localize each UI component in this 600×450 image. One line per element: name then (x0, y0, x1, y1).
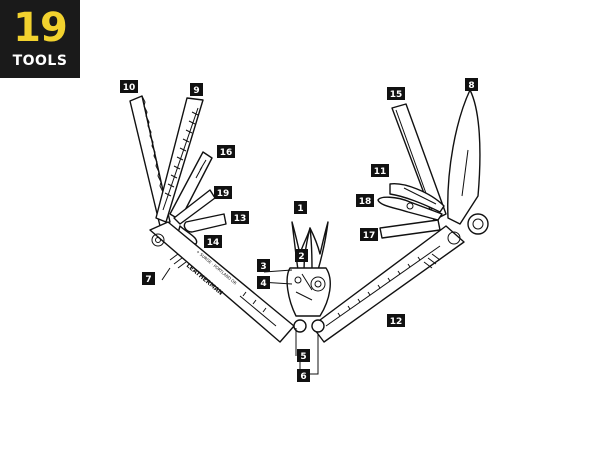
callout-3: 3 (257, 259, 270, 272)
callout-18-label: 18 (359, 197, 372, 207)
callout-14: 14 (204, 235, 222, 248)
callout-8-label: 8 (468, 81, 474, 91)
callout-14-label: 14 (207, 238, 220, 248)
callout-17: 17 (360, 228, 378, 241)
callout-4: 4 (257, 276, 270, 289)
tool-count-number: 19 (13, 5, 68, 51)
callout-6: 6 (297, 369, 310, 382)
callout-16: 16 (217, 145, 235, 158)
cutting-hook (377, 196, 443, 221)
callout-15: 15 (387, 87, 405, 100)
callout-10-label: 10 (123, 83, 136, 93)
bottle-opener (183, 213, 227, 233)
right-handle (311, 225, 465, 343)
small-screwdriver (379, 219, 441, 239)
callout-2: 2 (295, 249, 308, 262)
callout-12-label: 12 (390, 317, 403, 327)
callout-8: 8 (465, 78, 478, 91)
callout-9: 9 (190, 83, 203, 96)
callout-5-label: 5 (300, 352, 306, 362)
callout-16-label: 16 (220, 148, 233, 158)
callout-2-label: 2 (298, 252, 304, 262)
callout-19: 19 (214, 186, 232, 199)
file-blade (155, 97, 204, 223)
callout-7: 7 (142, 272, 155, 285)
callout-1-label: 1 (297, 204, 303, 214)
pliers (286, 221, 331, 333)
scissors (389, 183, 445, 213)
callout-15-label: 15 (390, 90, 403, 100)
callout-19-label: 19 (217, 189, 230, 199)
callout-3-label: 3 (260, 262, 266, 272)
lanyard-ring (467, 213, 489, 235)
callout-17-label: 17 (363, 231, 376, 241)
callout-13-label: 13 (234, 214, 247, 224)
callout-6-label: 6 (300, 372, 306, 382)
callout-5: 5 (297, 349, 310, 362)
callout-11: 11 (371, 164, 389, 177)
tool-count-badge: 19 TOOLS (0, 0, 80, 78)
tool-count-label: TOOLS (12, 53, 68, 69)
callout-10: 10 (120, 80, 138, 93)
callout-11-label: 11 (374, 167, 387, 177)
callout-18: 18 (356, 194, 374, 207)
callout-12: 12 (387, 314, 405, 327)
callout-7-label: 7 (145, 275, 151, 285)
callout-13: 13 (231, 211, 249, 224)
callout-9-label: 9 (193, 86, 199, 96)
large-screwdriver (173, 189, 216, 225)
callout-1: 1 (294, 201, 307, 214)
callout-4-label: 4 (260, 279, 266, 289)
plain-blade (447, 89, 481, 225)
